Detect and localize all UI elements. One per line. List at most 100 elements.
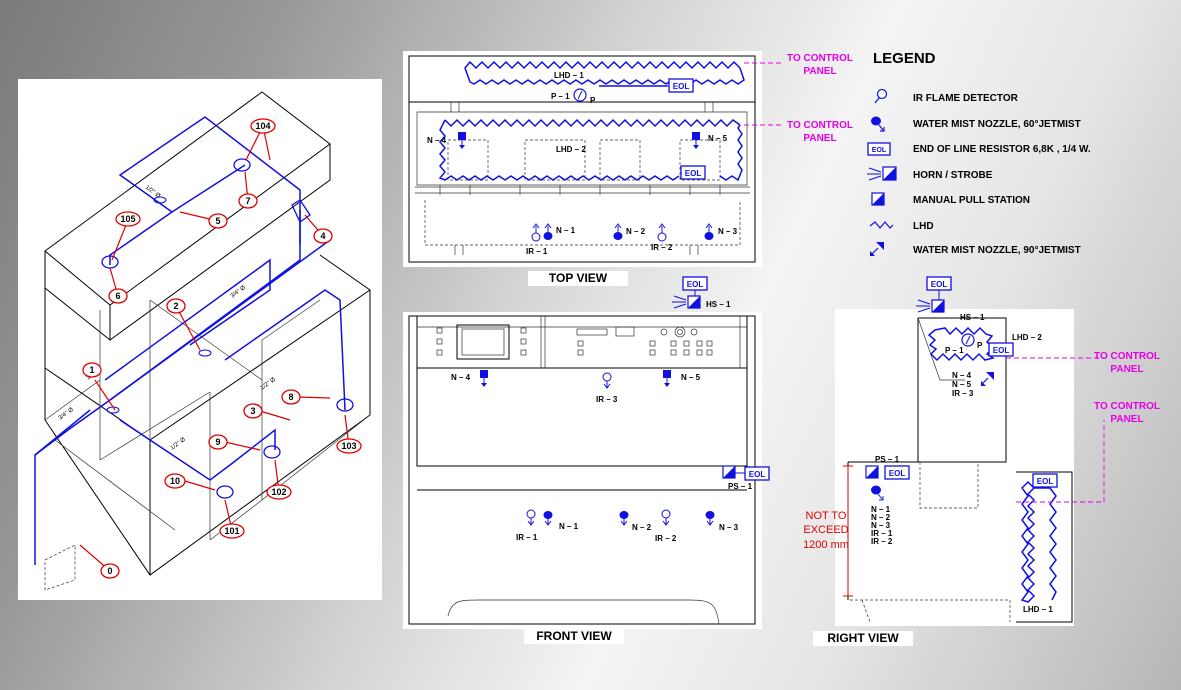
svg-text:EOL: EOL [749, 470, 766, 479]
svg-text:NOT TO: NOT TO [806, 510, 847, 522]
eol-icon: EOL [867, 142, 891, 156]
front-view-caption: FRONT VIEW [524, 629, 624, 644]
balloon-8: 8 [288, 392, 293, 402]
svg-text:TO CONTROL: TO CONTROL [1094, 401, 1160, 412]
water-mist-nozzle-90-icon [692, 132, 700, 149]
ir-flame-detector-icon [526, 509, 536, 526]
right-upper-list: N – 4 N – 5 IR – 3 [952, 371, 974, 398]
water-mist-nozzle-60-icon [543, 511, 553, 526]
svg-text:EOL: EOL [1037, 477, 1054, 486]
horn-strobe-icon [867, 166, 897, 181]
right-control-panel-labels: TO CONTROL PANEL TO CONTROL PANEL [1094, 351, 1160, 425]
p-1-label: P – 1 [945, 346, 964, 355]
control-panel-label: PANEL [803, 66, 836, 77]
n-5-label: N – 5 [681, 373, 701, 382]
balloon-9: 9 [215, 437, 220, 447]
legend-label: HORN / STROBE [913, 170, 993, 181]
svg-text:TO CONTROL: TO CONTROL [1094, 351, 1160, 362]
balloon-105: 105 [120, 214, 135, 224]
hs-1-label: HS – 1 [960, 313, 985, 322]
p-1-label: P – 1 [551, 92, 570, 101]
water-mist-nozzle-90-icon [663, 370, 671, 387]
svg-text:N – 4: N – 4 [952, 371, 972, 380]
control-panel-label: TO CONTROL [787, 53, 853, 64]
balloon-6: 6 [115, 291, 120, 301]
svg-text:IR – 1: IR – 1 [871, 529, 893, 538]
top-view-panel [403, 51, 762, 267]
balloon-7: 7 [245, 196, 250, 206]
ir-1-label: IR – 1 [516, 533, 538, 542]
svg-text:EOL: EOL [931, 280, 948, 289]
water-mist-nozzle-60-icon [543, 223, 553, 240]
eol-resistor: EOL [680, 165, 706, 180]
eol-resistor: EOL [884, 465, 910, 480]
svg-text:1200 mm: 1200 mm [803, 539, 849, 551]
balloon-101: 101 [224, 526, 239, 536]
n-1-label: N – 1 [559, 522, 579, 531]
iso-balloons: 0 1 2 3 4 5 6 7 8 9 10 101 102 [79, 118, 362, 579]
lhd-2-label: LHD – 2 [556, 145, 586, 154]
legend-label: IR FLAME DETECTOR [913, 93, 1019, 104]
balloon-3: 3 [250, 406, 255, 416]
legend-label: WATER MIST NOZZLE, 90°JETMIST [913, 245, 1081, 256]
water-mist-nozzle-90-icon [981, 372, 994, 386]
svg-text:IR – 3: IR – 3 [952, 389, 974, 398]
not-to-exceed-note: NOT TO EXCEED 1200 mm [803, 510, 849, 551]
svg-text:EOL: EOL [993, 346, 1010, 355]
horn-strobe-icon [672, 295, 701, 309]
ir-flame-detector-icon [874, 88, 888, 104]
ir-3-label: IR – 3 [596, 395, 618, 404]
front-view-panel [403, 312, 762, 629]
n-3-label: N – 3 [719, 523, 739, 532]
svg-text:N – 2: N – 2 [871, 513, 891, 522]
top-view-outline [408, 55, 756, 263]
svg-text:EOL: EOL [889, 469, 906, 478]
n-5-label: N – 5 [708, 134, 728, 143]
balloon-5: 5 [215, 216, 220, 226]
n-2-label: N – 2 [632, 523, 652, 532]
water-mist-nozzle-90-icon [458, 132, 466, 149]
water-mist-nozzle-60-icon [871, 485, 884, 501]
manual-pull-station-icon [865, 465, 879, 479]
ir-2-label: IR – 2 [655, 534, 677, 543]
balloon-0: 0 [107, 566, 112, 576]
svg-text:N – 1: N – 1 [871, 505, 891, 514]
svg-text:IR – 2: IR – 2 [871, 537, 893, 546]
eol-resistor: EOL [1032, 473, 1058, 488]
right-lower-list: N – 1 N – 2 N – 3 IR – 1 IR – 2 [871, 505, 893, 546]
ir-flame-detector-icon [961, 333, 975, 347]
control-panel-label: TO CONTROL [787, 120, 853, 131]
svg-text:EOL: EOL [685, 169, 702, 178]
ir-1-label: IR – 1 [526, 247, 548, 256]
manual-pull-station-icon [871, 192, 885, 206]
top-view-devices [531, 223, 714, 242]
balloon-102: 102 [271, 487, 286, 497]
water-mist-nozzle-60-icon [619, 511, 629, 526]
front-panel-knobs [436, 327, 713, 356]
front-view-outline [408, 315, 756, 625]
legend-label: LHD [913, 221, 934, 232]
ir-flame-detector-icon [661, 509, 671, 526]
ir-2-label: IR – 2 [651, 243, 673, 252]
ir-flame-detector-icon [573, 88, 587, 102]
svg-text:N – 5: N – 5 [952, 380, 972, 389]
lhd-2-cable [438, 118, 743, 182]
control-panel-label: PANEL [803, 133, 836, 144]
lhd-2-label: LHD – 2 [1012, 333, 1042, 342]
svg-text:N – 3: N – 3 [871, 521, 891, 530]
lhd-icon [869, 221, 894, 229]
n-1-label: N – 1 [556, 226, 576, 235]
balloon-1: 1 [89, 365, 94, 375]
right-view-outline [847, 317, 1073, 623]
balloon-104: 104 [255, 121, 270, 131]
lhd-1-label: LHD – 1 [554, 71, 584, 80]
right-view-caption: RIGHT VIEW [813, 631, 913, 646]
balloon-103: 103 [341, 441, 356, 451]
svg-text:EOL: EOL [673, 82, 690, 91]
svg-text:EXCEED: EXCEED [803, 524, 848, 536]
ir-flame-detector-icon [657, 223, 667, 242]
